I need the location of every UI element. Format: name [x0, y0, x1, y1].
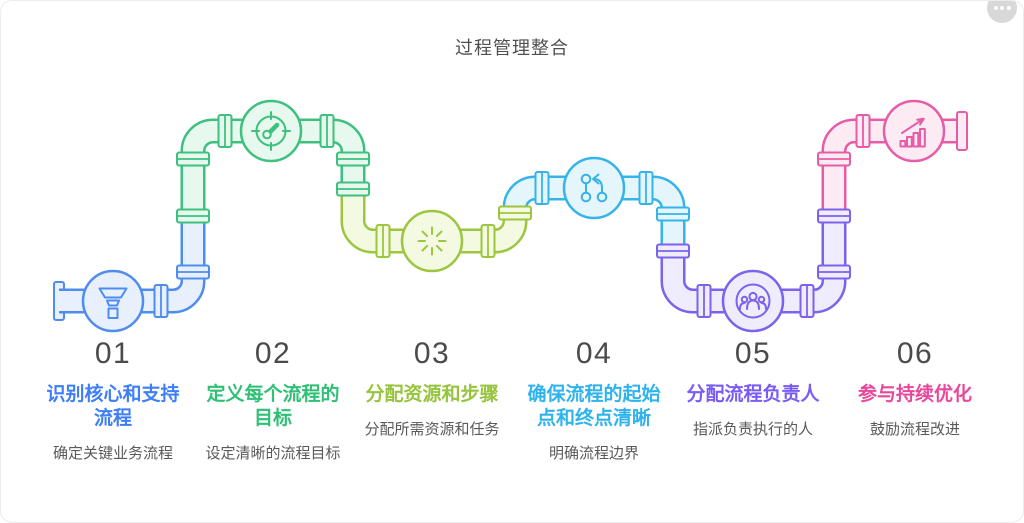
step-subtitle: 分配所需资源和任务: [364, 421, 500, 438]
step-column-2: 02 定义每个流程的目标 设定清晰的流程目标: [188, 337, 358, 464]
chart-up-icon: [899, 117, 926, 148]
step-column-5: 05 分配流程负责人 指派负责执行的人: [668, 337, 838, 440]
step-subtitle: 确定关键业务流程: [52, 445, 173, 462]
step-title: 定义每个流程的目标: [206, 384, 340, 429]
ellipsis-icon: [993, 6, 998, 10]
step-number: 06: [896, 337, 934, 370]
route-arrow-icon: [580, 173, 608, 203]
step-column-1: 01 识别核心和支持流程 确定关键业务流程: [28, 337, 198, 464]
step-column-4: 04 确保流程的起始点和终点清晰 明确流程边界: [509, 337, 679, 464]
pipe-couplings: [153, 114, 871, 318]
step-column-3: 03 分配资源和步骤 分配所需资源和任务: [347, 337, 517, 440]
pipe-section-pink: [821, 111, 968, 216]
step-number: 04: [575, 337, 613, 370]
step-column-6: 06 参与持续优化 鼓励流程改进: [830, 337, 1000, 440]
step-subtitle: 指派负责执行的人: [692, 421, 813, 438]
node-step-5: [721, 269, 785, 333]
funnel-icon: [98, 287, 128, 319]
team-icon: [735, 283, 771, 319]
step-title: 分配资源和步骤: [365, 384, 499, 405]
more-options-button[interactable]: [987, 1, 1017, 23]
page-title: 过程管理整合: [455, 38, 569, 58]
pipe-end-flange: [956, 111, 968, 151]
step-title: 识别核心和支持流程: [46, 384, 180, 429]
pipe-section-blue: [53, 216, 206, 321]
node-step-1: [81, 269, 145, 333]
node-step-4: [562, 156, 626, 220]
step-number: 01: [94, 337, 132, 370]
node-step-2: [239, 99, 303, 163]
step-subtitle: 明确流程边界: [548, 445, 639, 462]
step-title: 分配流程负责人: [686, 384, 820, 405]
step-subtitle: 设定清晰的流程目标: [205, 445, 341, 462]
step-number: 05: [734, 337, 772, 370]
step-number: 03: [413, 337, 451, 370]
node-step-3: [400, 209, 464, 273]
node-step-6: [882, 99, 946, 163]
step-title: 确保流程的起始点和终点清晰: [527, 384, 661, 429]
sunburst-icon: [417, 226, 447, 256]
ellipsis-icon: [1000, 6, 1004, 10]
step-subtitle: 鼓励流程改进: [869, 421, 960, 438]
gauge-icon: [251, 111, 291, 151]
ellipsis-icon: [1006, 6, 1011, 10]
step-title: 参与持续优化: [857, 384, 972, 405]
step-number: 02: [254, 337, 292, 370]
